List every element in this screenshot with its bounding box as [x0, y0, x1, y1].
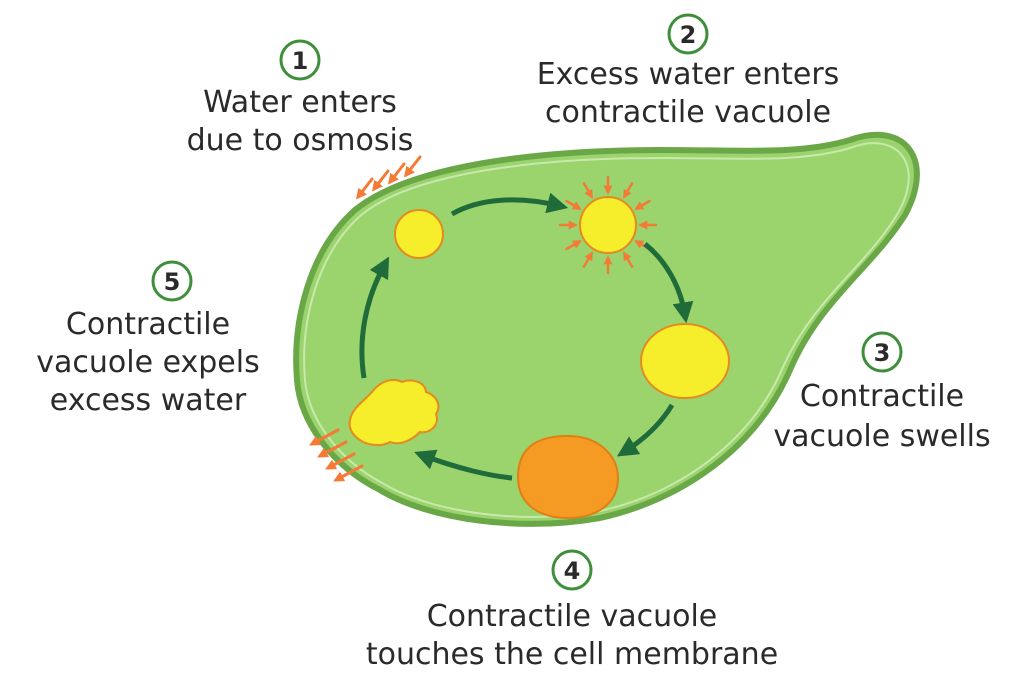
vacuole-stage-4 [518, 436, 618, 518]
step-number: 2 [680, 21, 697, 49]
vacuole-stage-1 [395, 210, 443, 258]
step-label-line: Contractile [800, 379, 964, 414]
water-in-arrow [406, 157, 420, 175]
step-label-line: Contractile [66, 307, 230, 342]
water-in-arrow [374, 171, 388, 189]
step-2: 2 Excess water enters contractile vacuol… [537, 15, 840, 130]
step-label-line: Contractile vacuole [427, 599, 718, 634]
step-label-line: touches the cell membrane [366, 637, 778, 672]
step-number: 3 [874, 339, 891, 367]
step-label-line: contractile vacuole [545, 95, 831, 130]
step-label-line: Excess water enters [537, 57, 840, 92]
step-number: 1 [292, 47, 309, 75]
step-label-line: Water enters [203, 85, 397, 120]
water-in-arrow [358, 179, 372, 197]
step-1: 1 Water enters due to osmosis [187, 41, 414, 158]
step-label-line: vacuole expels [36, 345, 259, 380]
step-label-line: vacuole swells [773, 419, 990, 454]
step-label-line: excess water [50, 383, 247, 418]
vacuole-stage-3 [641, 324, 729, 398]
step-number: 4 [564, 557, 581, 585]
step-label-line: due to osmosis [187, 123, 414, 158]
water-in-arrow [390, 164, 404, 182]
vacuole-stage-2 [580, 197, 636, 253]
step-5: 5 Contractile vacuole expels excess wate… [36, 262, 259, 418]
step-4: 4 Contractile vacuole touches the cell m… [366, 551, 778, 672]
step-number: 5 [164, 268, 181, 296]
step-3: 3 Contractile vacuole swells [773, 333, 990, 454]
